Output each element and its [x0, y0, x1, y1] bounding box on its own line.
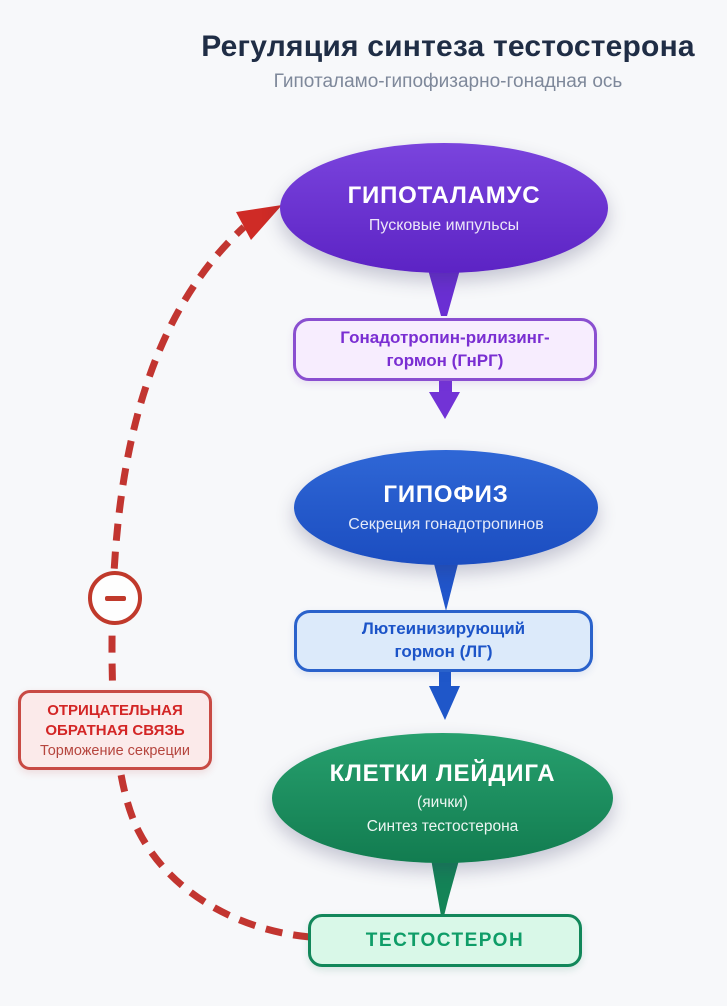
page-subtitle: Гипоталамо-гипофизарно-гонадная ось [273, 71, 623, 92]
hypothalamus-node: ГИПОТАЛАМУС Пусковые импульсы [280, 143, 608, 273]
feedback-arrowhead-icon [236, 205, 282, 240]
leydig-label: КЛЕТКИ ЛЕЙДИГА [329, 760, 556, 787]
testosterone-label: ТЕСТОСТЕРОН [365, 929, 525, 951]
hypothalamus-caption: Пусковые импульсы [368, 216, 520, 234]
pituitary-label: ГИПОФИЗ [383, 481, 509, 508]
arrow-hypothalamus-to-gnrh [427, 266, 461, 316]
leydig-caption-synthesis: Синтез тестостерона [366, 818, 519, 835]
feedback-title-line1: ОТРИЦАТЕЛЬНАЯ [47, 701, 183, 719]
gnrh-line2: гормон (ГнРГ) [386, 350, 504, 370]
minus-sign-badge [88, 571, 142, 625]
minus-icon [104, 595, 126, 601]
feedback-caption: Торможение секреции [40, 743, 190, 760]
lh-line2: гормон (ЛГ) [394, 642, 493, 661]
leydig-cells-node: КЛЕТКИ ЛЕЙДИГА (яички) Синтез тестостеро… [272, 733, 613, 863]
feedback-title-line2: ОБРАТНАЯ СВЯЗЬ [45, 721, 185, 739]
testosterone-box: ТЕСТОСТЕРОН [308, 914, 582, 967]
negative-feedback-box: ОТРИЦАТЕЛЬНАЯ ОБРАТНАЯ СВЯЗЬ Торможение … [18, 690, 212, 770]
gnrh-hormone-box: Гонадотропин-рилизинг- гормон (ГнРГ) [293, 318, 597, 381]
leydig-caption-testes: (яички) [417, 794, 468, 811]
arrow-lh-to-leydig [429, 672, 460, 720]
pituitary-node: ГИПОФИЗ Секреция гонадотропинов [294, 450, 598, 565]
hypothalamus-label: ГИПОТАЛАМУС [347, 181, 541, 209]
arrow-leydig-to-testosterone [430, 853, 461, 916]
lh-hormone-box: Лютеинизирующий гормон (ЛГ) [294, 610, 593, 672]
gnrh-line1: Гонадотропин-рилизинг- [340, 327, 550, 347]
pituitary-caption: Секреция гонадотропинов [348, 516, 544, 533]
feedback-dashed-curve [108, 224, 311, 941]
arrow-pituitary-to-lh [431, 552, 461, 611]
lh-line1: Лютеинизирующий [361, 619, 526, 639]
arrow-gnrh-to-pituitary [429, 379, 460, 419]
page-title: Регуляция синтеза тестостерона [201, 30, 695, 63]
